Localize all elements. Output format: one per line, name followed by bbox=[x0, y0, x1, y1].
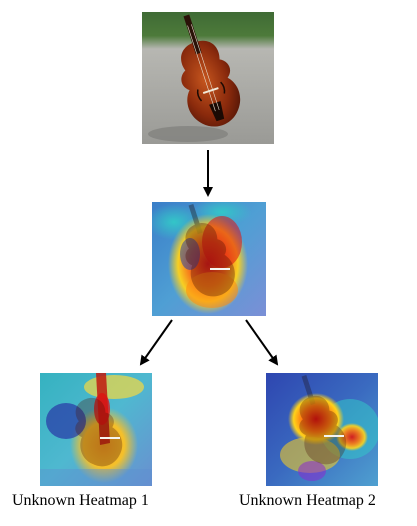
heatmap-1 bbox=[40, 373, 152, 486]
arrow-left bbox=[139, 319, 173, 366]
arrow-right bbox=[245, 319, 279, 366]
heatmap-2 bbox=[266, 373, 378, 486]
original-image bbox=[142, 12, 274, 144]
heatmap-1-caption: Unknown Heatmap 1 bbox=[12, 492, 149, 509]
attention-heatmap bbox=[152, 202, 266, 316]
heatmap-2-caption: Unknown Heatmap 2 bbox=[239, 492, 376, 509]
